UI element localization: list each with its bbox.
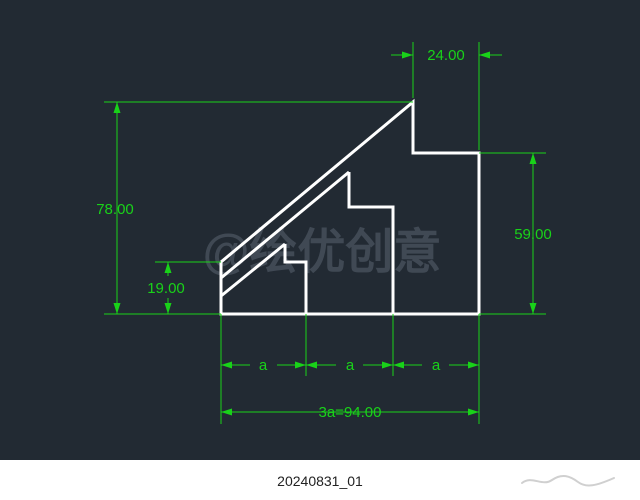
caption-bar: 20240831_01 <box>0 460 640 500</box>
arrow-a3-right <box>468 361 479 369</box>
dim-label-total: 3a=94.00 <box>319 404 382 421</box>
dim-label-a1: a <box>259 357 268 374</box>
dim-label-a2: a <box>346 357 355 374</box>
arrow-a2-right <box>382 361 393 369</box>
dim-label-right-height: 59.00 <box>514 226 552 243</box>
middle-step <box>347 172 395 314</box>
cad-drawing-canvas: @绘优创意 <box>0 0 640 460</box>
inner-diagonal-2 <box>220 242 286 298</box>
arrow-19-top <box>164 262 172 273</box>
dim-label-left-height: 78.00 <box>96 201 134 218</box>
arrow-78-bottom <box>113 303 121 314</box>
arrow-a3-left <box>393 361 404 369</box>
dim-label-top-width: 24.00 <box>427 47 465 64</box>
arrow-59-top <box>529 153 537 164</box>
arrow-top-left <box>402 51 413 59</box>
signature-scribble <box>521 474 615 487</box>
arrow-total-right <box>468 408 479 416</box>
arrow-a1-right <box>295 361 306 369</box>
small-step <box>283 244 308 314</box>
inner-diagonal-1 <box>220 170 350 280</box>
dim-label-low-height: 19.00 <box>147 280 185 297</box>
arrow-total-left <box>221 408 232 416</box>
arrow-78-top <box>113 102 121 113</box>
dim-label-a3: a <box>432 357 441 374</box>
image-caption: 20240831_01 <box>277 473 363 489</box>
arrow-59-bottom <box>529 303 537 314</box>
arrow-top-right <box>479 51 490 59</box>
arrow-a1-left <box>221 361 232 369</box>
dimension-arrows <box>113 51 537 416</box>
arrow-19-bottom <box>164 303 172 314</box>
watermark-text: @绘优创意 <box>203 226 442 279</box>
dimension-labels: 24.00 78.00 19.00 59.00 a a a 3a=94.00 <box>96 47 552 421</box>
arrow-a2-left <box>306 361 317 369</box>
